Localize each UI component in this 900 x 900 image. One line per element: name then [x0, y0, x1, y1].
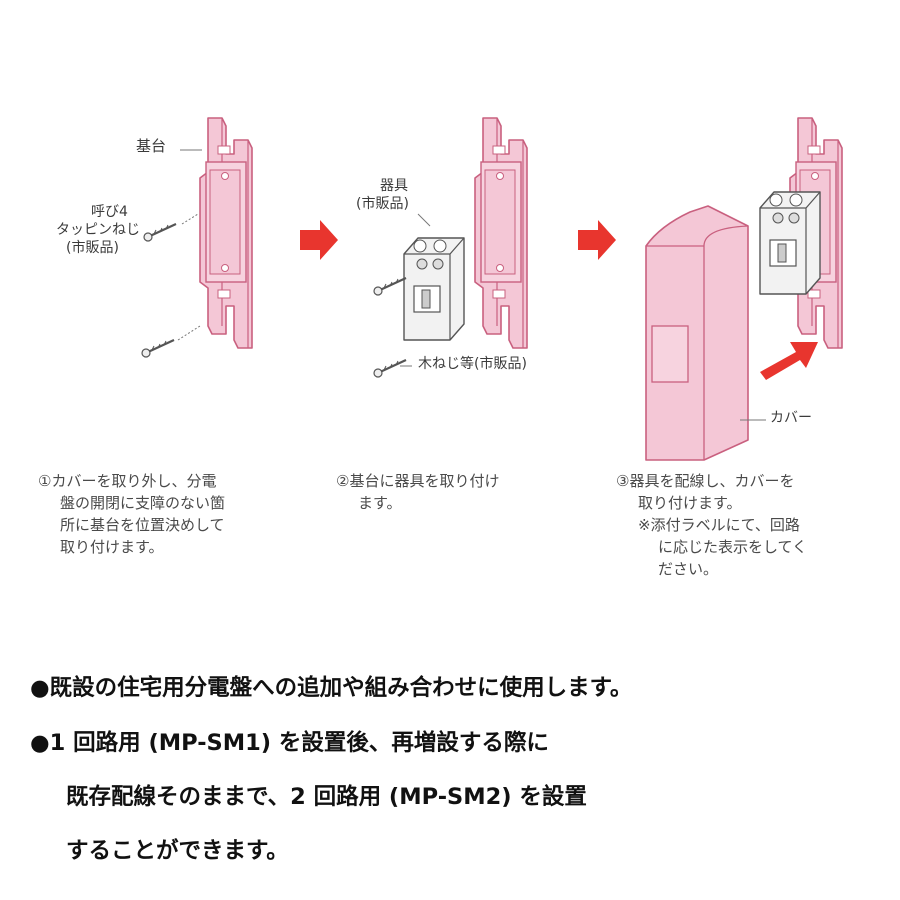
breaker-icon — [403, 237, 465, 341]
step-1-text: ①カバーを取り外し、分電 盤の開閉に支障のない箇 所に基台を位置決めして 取り付… — [38, 472, 226, 556]
arrow-icon-3 — [760, 342, 818, 380]
screw-icon-device-top — [372, 276, 408, 297]
label-wood-screw: 木ねじ等(市販品) — [418, 356, 527, 372]
screw-icon-bottom — [140, 338, 176, 359]
label-cover: カバー — [770, 410, 812, 426]
bullet-expansion-2: 既存配線そのままで、2 回路用 (MP-SM2) を設置 — [66, 784, 587, 810]
base-plate-1 — [199, 117, 253, 349]
screw-icon-top — [142, 222, 178, 243]
arrow-icon-2 — [578, 220, 616, 260]
label-base: 基台 — [136, 137, 167, 155]
label-screw-name: 呼び4 — [91, 204, 128, 220]
bullet-usage: ●既設の住宅用分電盤への追加や組み合わせに使用します。 — [30, 675, 633, 701]
arrow-icon-1 — [300, 220, 338, 260]
bullet-expansion-3: することができます。 — [66, 838, 289, 864]
base-plate-2 — [474, 117, 528, 349]
label-device-note: (市販品) — [356, 196, 409, 212]
step-3-text: ③器具を配線し、カバーを 取り付けます。 ※添付ラベルにて、回路 に応じた表示を… — [616, 472, 808, 578]
screw-icon-device-bottom — [372, 358, 408, 379]
cover-icon — [645, 205, 749, 461]
installation-illustration — [140, 117, 843, 461]
label-device: 器具 — [380, 178, 408, 194]
bullet-expansion-1: ●1 回路用 (MP-SM1) を設置後、再増設する際に — [30, 730, 549, 756]
label-screw-type: タッピンねじ — [56, 222, 140, 238]
label-screw-note: (市販品) — [66, 240, 119, 256]
breaker-icon-2 — [759, 191, 821, 295]
step-2-text: ②基台に器具を取り付け ます。 — [336, 472, 500, 512]
